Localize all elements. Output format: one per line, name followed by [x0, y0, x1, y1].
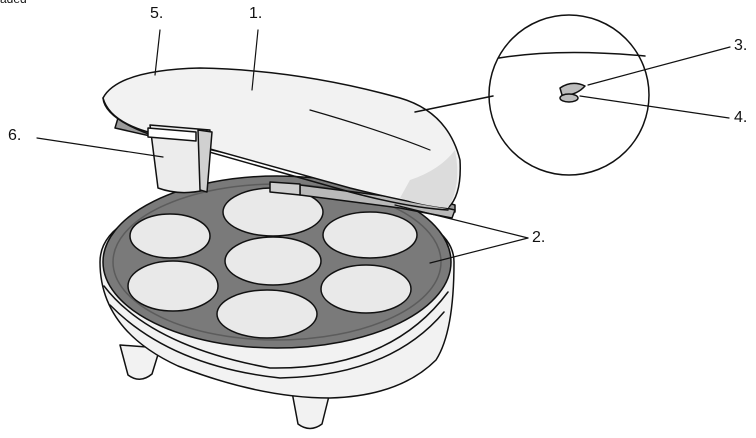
cavity-top-left	[129, 213, 211, 259]
callout-6: 6.	[8, 127, 22, 144]
leader-line-5	[154, 29, 161, 76]
detail-surface-edge	[498, 51, 646, 59]
base-ring-lower	[109, 304, 445, 379]
lid-hinge-strip	[269, 181, 301, 196]
leader-line-2a	[394, 204, 529, 239]
lid-edge-band	[102, 97, 449, 211]
cavity-bottom-right	[320, 264, 412, 314]
foot-left	[119, 344, 161, 380]
callout-5: 5.	[150, 5, 164, 22]
detail-connector-line	[414, 95, 494, 113]
cavity-bottom	[216, 289, 318, 339]
handle-latch	[147, 127, 197, 142]
callout-2: 2.	[532, 229, 546, 246]
callout-1: 1.	[249, 5, 263, 22]
lid-shade	[400, 150, 458, 208]
foot-right	[291, 391, 331, 430]
leader-line-4	[579, 95, 730, 119]
leader-line-2b	[429, 237, 529, 264]
callout-4: 4.	[734, 109, 748, 126]
handle-grip	[197, 129, 213, 193]
leader-line-1	[251, 29, 259, 91]
leader-line-6	[36, 137, 164, 158]
corner-text-fragment: aded	[0, 0, 27, 5]
callout-3: 3.	[734, 37, 748, 54]
lid-ridge	[309, 109, 431, 151]
cavity-bottom-left	[127, 260, 219, 312]
indicator-light-4	[559, 93, 579, 103]
cavity-center	[224, 236, 322, 286]
leader-line-3	[587, 46, 731, 86]
cavity-top-right	[322, 211, 418, 259]
base-ring-upper	[103, 285, 449, 369]
